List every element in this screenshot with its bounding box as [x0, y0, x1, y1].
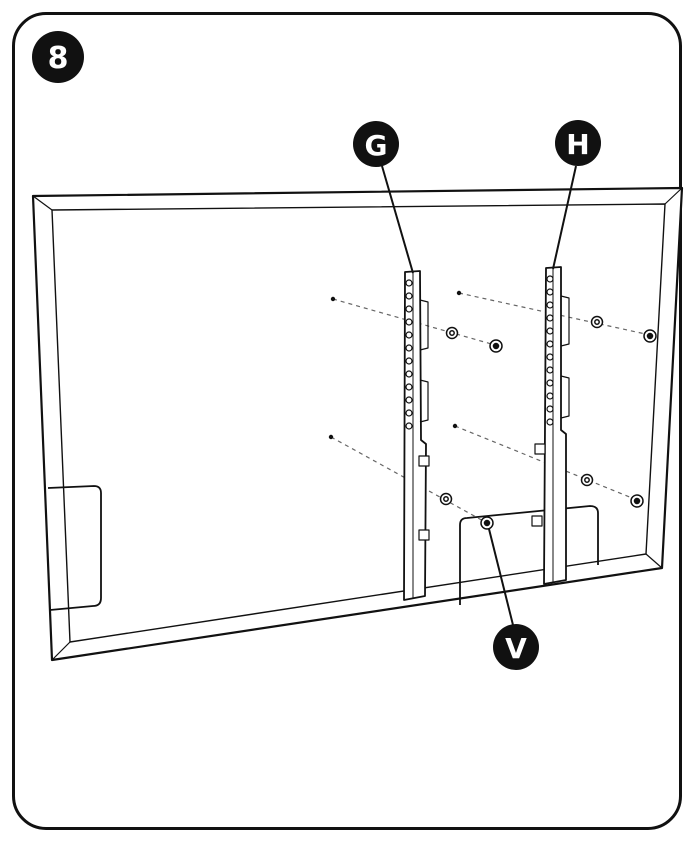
washer: [445, 326, 459, 340]
callout-h: H: [555, 120, 601, 166]
washer: [439, 492, 453, 506]
callout-v-label: V: [505, 632, 527, 665]
screw: [630, 494, 644, 508]
callout-v: V: [493, 624, 539, 670]
leader-lines: [381, 165, 577, 626]
washer: [580, 473, 594, 487]
callout-g-label: G: [365, 129, 388, 162]
step-badge: 8: [32, 31, 84, 83]
callout-h-label: H: [566, 128, 589, 161]
screw: [480, 516, 494, 530]
hardware-screws: [439, 315, 657, 530]
screw: [489, 339, 503, 353]
bracket-h-holes: [546, 275, 554, 426]
screw: [643, 329, 657, 343]
washer: [590, 315, 604, 329]
bracket-g: [403, 270, 430, 601]
bracket-h: [531, 266, 570, 585]
tv-back-panel: [31, 186, 684, 662]
callout-g: G: [353, 121, 399, 167]
bracket-g-holes: [405, 279, 413, 430]
tv-mounting-holes: [328, 290, 462, 440]
step-number: 8: [48, 41, 69, 76]
